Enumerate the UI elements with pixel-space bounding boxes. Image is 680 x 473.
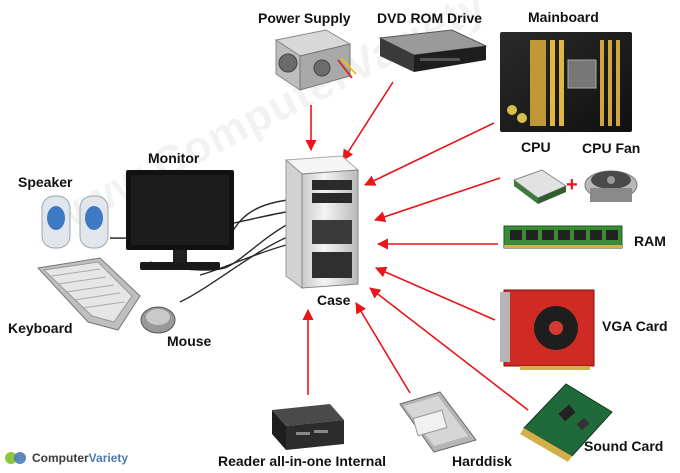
cpu-fan-image [584,170,638,202]
monitor-image [126,170,234,270]
mainboard-image [500,32,632,132]
label-ram: RAM [634,233,666,249]
label-sound-card: Sound Card [584,438,664,454]
label-harddisk: Harddisk [452,453,512,469]
dvd-rom-image [378,29,488,72]
vga-card-image [500,289,595,370]
label-mouse: Mouse [167,333,212,349]
label-mainboard: Mainboard [528,9,599,25]
keyboard-image [36,257,141,331]
label-monitor: Monitor [148,150,200,166]
label-reader: Reader all-in-one Internal [218,453,387,469]
arrow-dvd-rom [342,81,394,161]
logo-mark-icon [5,452,26,464]
connection-arrows [302,81,529,411]
mouse-image [140,306,176,334]
label-dvd-rom: DVD ROM Drive [377,10,483,26]
label-cpu-fan: CPU Fan [582,140,641,156]
arrow-sound-card [369,287,529,411]
speakers-image [41,195,109,249]
label-speaker: Speaker [18,174,73,190]
logo-text-part2: Variety [88,451,129,465]
ram-image [503,225,623,249]
harddisk-image [399,391,477,453]
power-supply-image [274,29,357,91]
logo-text-part1: Computer [32,451,89,465]
case-image [284,155,360,289]
arrow-harddisk [355,302,411,394]
label-case: Case [317,292,351,308]
arrow-vga-card [374,266,496,321]
arrow-cpu [373,177,501,223]
arrow-mainboard [363,122,495,186]
label-vga-card: VGA Card [602,318,668,334]
label-power-supply: Power Supply [258,10,351,26]
label-plus: + [566,174,578,196]
sound-card-image [520,383,613,462]
cpu-image [512,169,568,204]
label-keyboard: Keyboard [8,320,73,336]
computervariety-logo: ComputerVariety [4,448,128,468]
card-reader-image [272,404,344,450]
label-cpu: CPU [521,139,551,155]
